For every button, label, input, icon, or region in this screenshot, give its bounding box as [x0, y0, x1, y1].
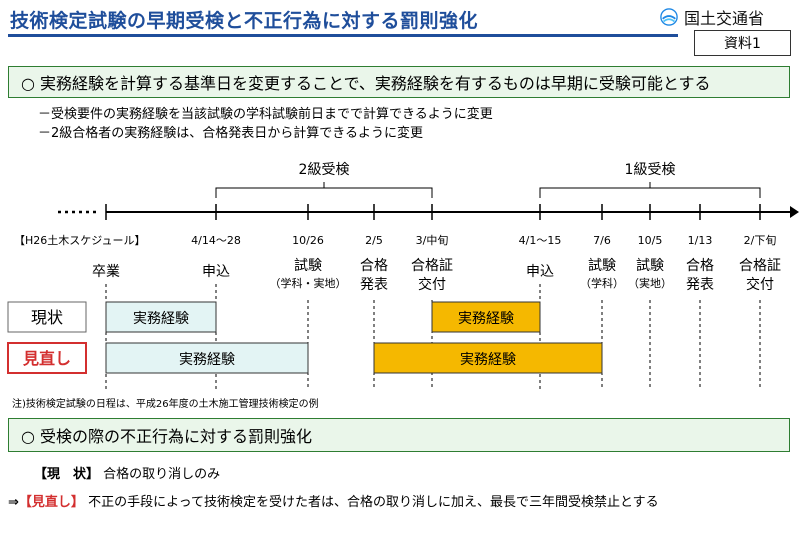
event-label: 試験 [588, 258, 616, 274]
event-label: 発表 [360, 277, 388, 293]
event-label: 合格 [686, 258, 714, 274]
row-label-current-box [7, 301, 87, 333]
section2-heading: ○ 受検の際の不正行為に対する罰則強化 [8, 418, 790, 452]
event-label: 合格証 [739, 258, 781, 274]
event-label: 交付 [746, 276, 774, 293]
axis-ticks [105, 204, 761, 220]
bullet-1: －受検要件の実務経験を当該試験の学科試験前日までで計算できるように変更 [38, 107, 493, 122]
bullet-2: －2級合格者の実務経験は、合格発表日から計算できるように変更 [38, 126, 424, 141]
revised-rule-label: 【見直し】 [18, 495, 84, 510]
date-label: 10/5 [638, 234, 663, 247]
brace-grade2 [215, 182, 433, 198]
row-label-current: 現状 [31, 308, 63, 327]
arrow-icon: ⇒ [8, 495, 19, 510]
row-label-revised: 見直し [22, 349, 71, 368]
event-sub-label: （学科・実地） [270, 276, 347, 290]
title-underline [8, 34, 678, 37]
document-badge: 資料1 [694, 30, 791, 56]
event-label: 発表 [686, 277, 714, 293]
current-rule: 【現 状】 合格の取り消しのみ [34, 463, 220, 482]
date-label: 3/中旬 [416, 234, 449, 247]
timeline-arrowhead [790, 206, 799, 218]
date-label: 4/14～28 [191, 234, 241, 247]
dashed-guides [105, 284, 761, 390]
brace-grade1 [539, 182, 761, 198]
row-label-revised-box [7, 342, 87, 374]
experience-bar-current-2 [431, 301, 541, 333]
current-rule-label: 【現 状】 [34, 467, 100, 482]
date-label: 4/1～15 [519, 234, 562, 247]
revised-rule-text: 不正の手段によって技術検定を受けた者は、合格の取り消しに加え、最長で三年間受検禁… [88, 495, 659, 510]
schedule-label: 【H26土木スケジュール】 [14, 234, 146, 247]
event-label: 試験 [294, 258, 322, 274]
event-label: 試験 [636, 258, 664, 274]
experience-bar-revised-1 [105, 342, 309, 374]
date-label: 1/13 [688, 234, 713, 247]
date-label: 10/26 [292, 234, 324, 247]
experience-bar-revised-2 [373, 342, 603, 374]
ministry-brand: 国土交通省 [660, 5, 764, 29]
event-label: 合格証 [411, 258, 453, 274]
date-label: 2/5 [365, 234, 383, 247]
event-label: 卒業 [92, 264, 120, 280]
footnote: 注)技術検定試験の日程は、平成26年度の土木施工管理技術検定の例 [12, 399, 319, 410]
experience-bar-label: 実務経験 [460, 352, 516, 368]
event-sub-label: （学科） [580, 276, 624, 290]
event-sub-label: （実地） [628, 276, 672, 290]
date-label: 7/6 [593, 234, 611, 247]
event-label: 申込 [202, 264, 230, 280]
page-title: 技術検定試験の早期受検と不正行為に対する罰則強化 [10, 10, 479, 32]
experience-bar-label: 実務経験 [458, 311, 514, 327]
current-rule-text: 合格の取り消しのみ [103, 467, 221, 482]
ministry-logo-icon [660, 8, 678, 26]
section1-heading: ○ 実務経験を計算する基準日を変更することで、実務経験を有するものは早期に受験可… [8, 66, 790, 98]
event-label: 合格 [360, 258, 388, 274]
date-label: 2/下旬 [744, 234, 777, 247]
experience-bar-label: 実務経験 [133, 311, 189, 327]
schedule-timeline-diagram: 2級受検 1級受検 【H26土木スケジュール】 4/14～28 10/26 2/… [7, 162, 799, 390]
event-label: 交付 [418, 276, 446, 293]
experience-bar-label: 実務経験 [179, 352, 235, 368]
group-label-grade2: 2級受検 [299, 162, 350, 178]
revised-rule: ⇒【見直し】 不正の手段によって技術検定を受けた者は、合格の取り消しに加え、最長… [8, 491, 659, 510]
ministry-name: 国土交通省 [684, 9, 765, 28]
group-label-grade1: 1級受検 [625, 162, 676, 178]
experience-bar-current-1 [105, 301, 217, 333]
event-label: 申込 [526, 264, 554, 280]
